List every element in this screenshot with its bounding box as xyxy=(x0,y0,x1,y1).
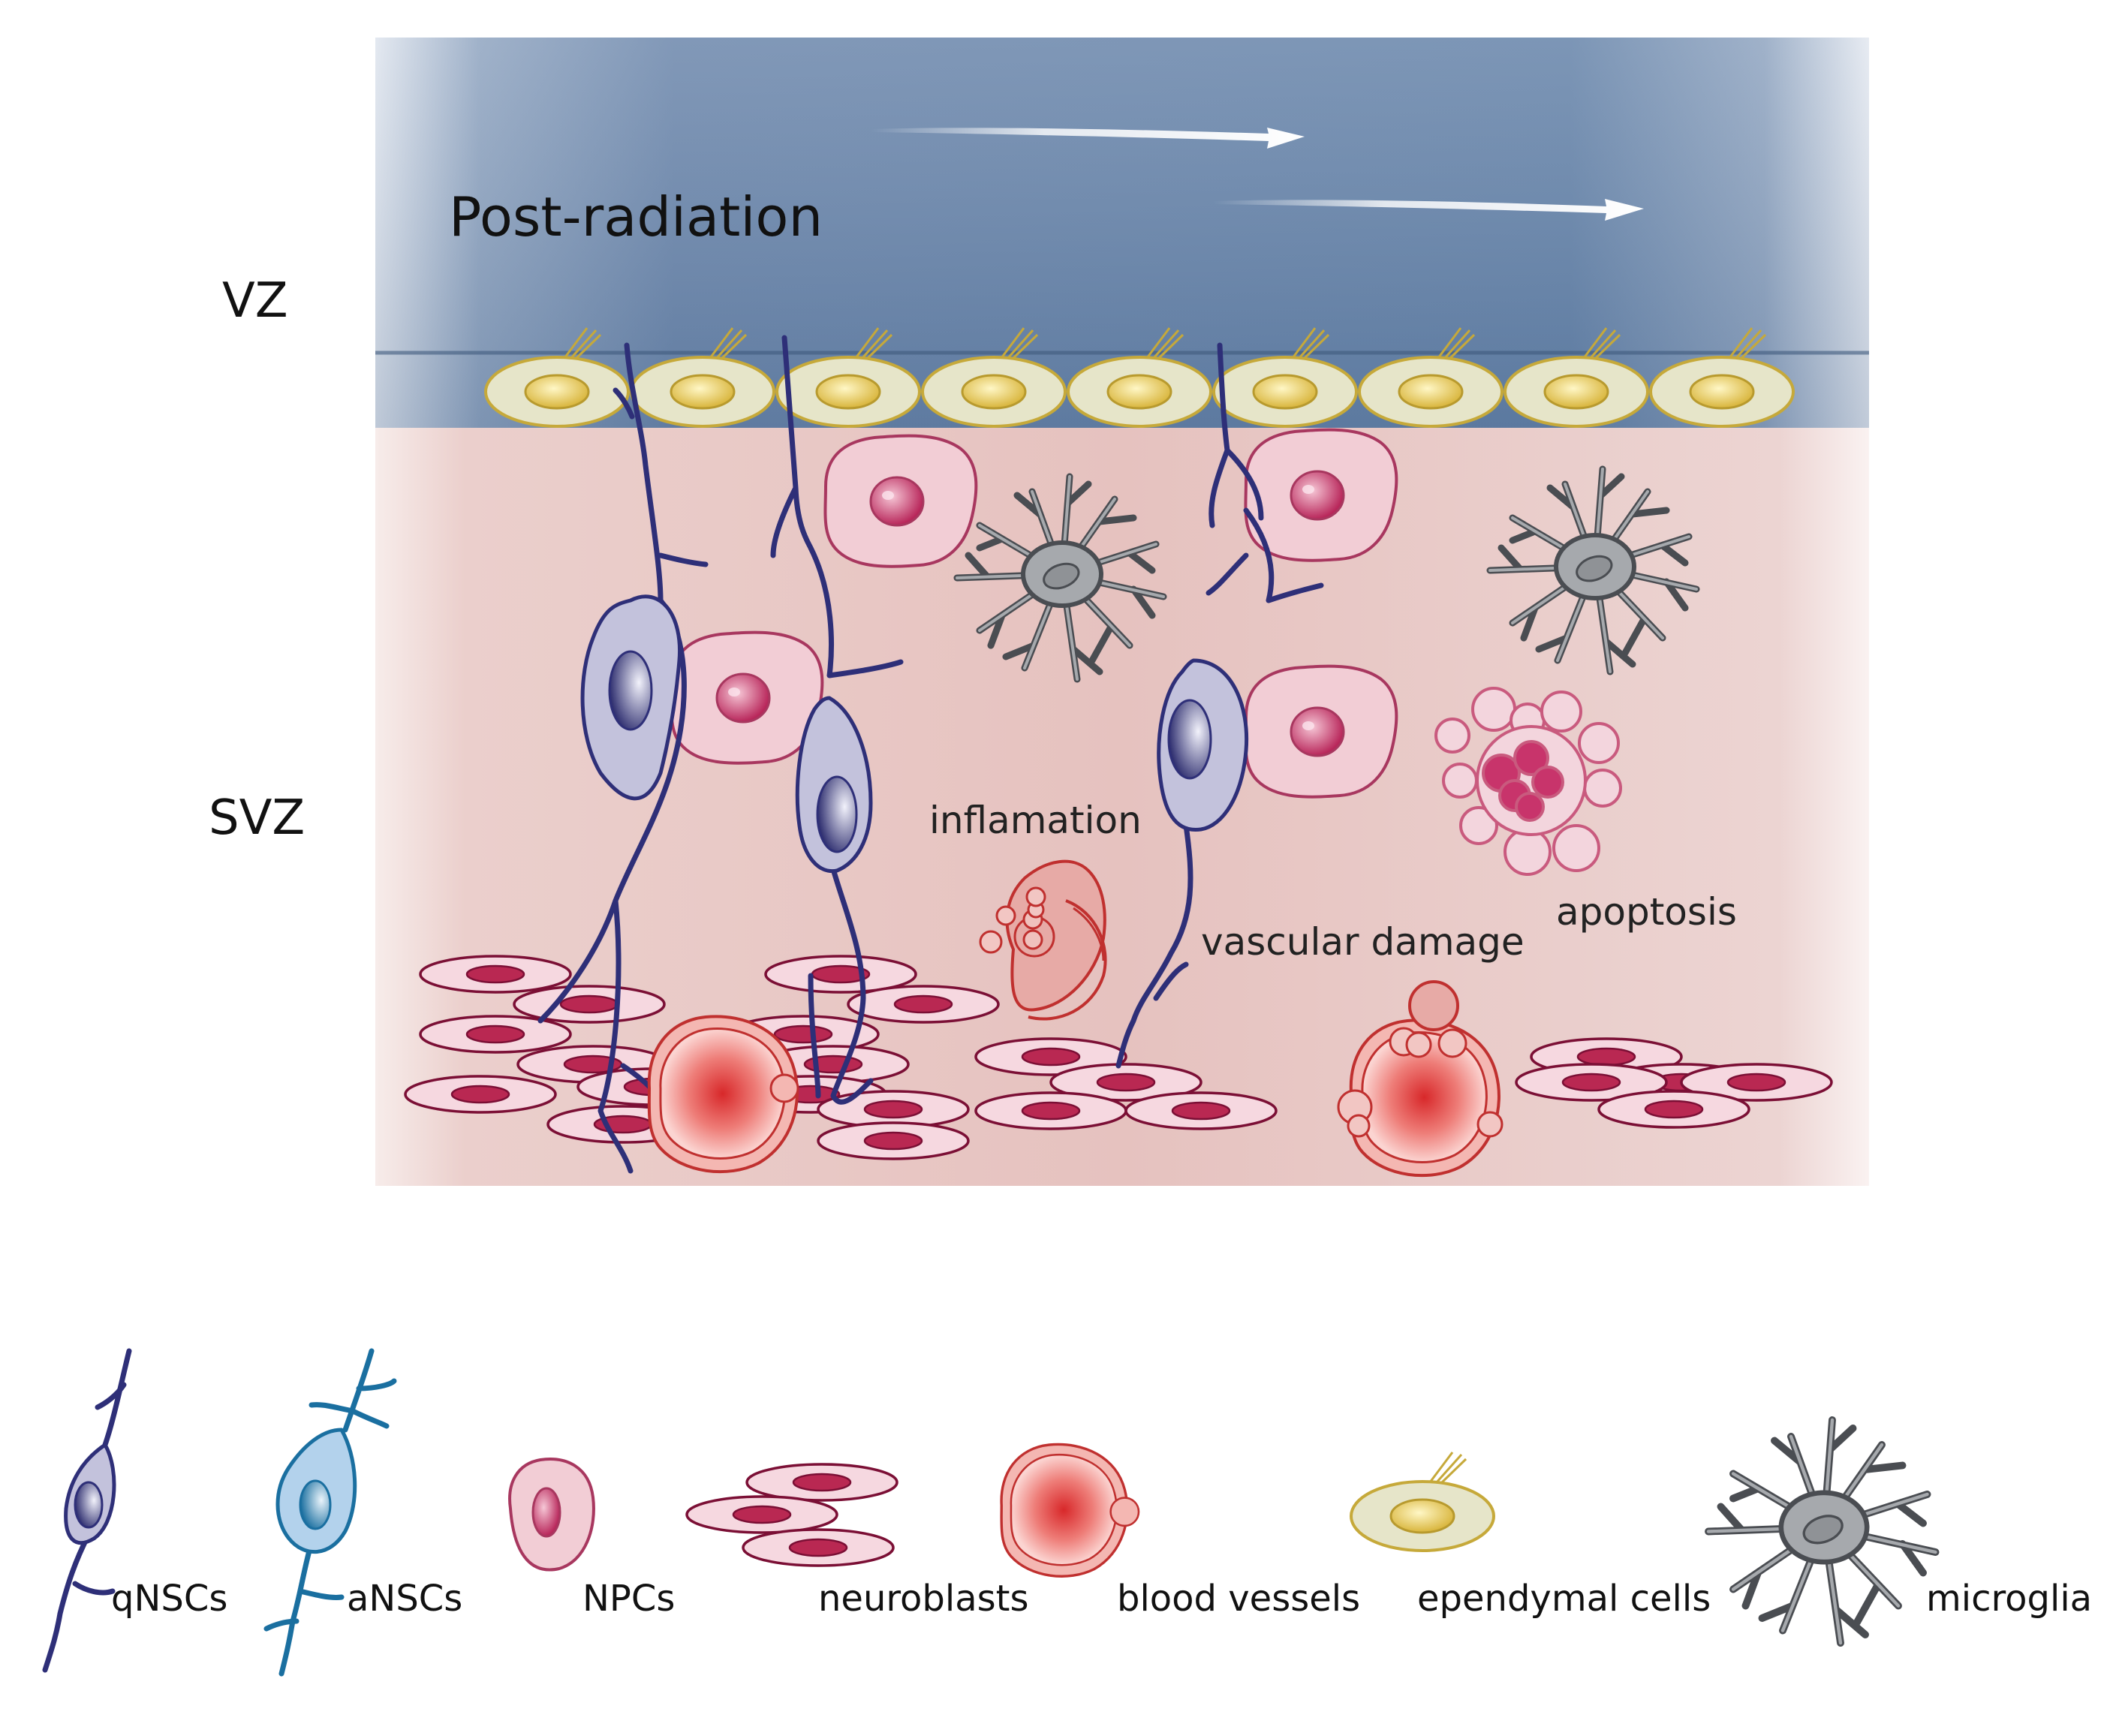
ependymal-cell-icon xyxy=(1350,1451,1495,1552)
title: Post-radiation xyxy=(449,185,823,248)
legend-label-neuroblasts: neuroblasts xyxy=(818,1578,1029,1620)
qnsc-icon xyxy=(42,1348,132,1673)
microglia-icon xyxy=(1708,1420,1936,1643)
inflamation-label: inflamation xyxy=(929,799,1142,842)
qnsc-cells xyxy=(537,335,1324,1174)
apoptotic-cell xyxy=(1434,687,1622,876)
legend-label-blood-vessels: blood vessels xyxy=(1117,1578,1361,1620)
damaged-vessel xyxy=(979,859,1107,1021)
vascular-damage-label: vascular damage xyxy=(1201,920,1525,964)
flow-arrow xyxy=(1212,199,1644,221)
blood-vessel-cells xyxy=(647,980,1504,1178)
ansc-icon xyxy=(263,1348,397,1677)
npc-icon xyxy=(508,1458,595,1572)
svz-label: SVZ xyxy=(209,790,306,846)
neuroblast-icon xyxy=(685,1463,898,1567)
apoptosis-label: apoptosis xyxy=(1556,890,1737,934)
flow-arrow xyxy=(871,128,1305,149)
blood-vessel-icon xyxy=(1000,1443,1140,1578)
legend-label-npcs: NPCs xyxy=(582,1578,676,1620)
legend-label-microglia: microglia xyxy=(1926,1578,2093,1620)
legend-label-anscs: aNSCs xyxy=(347,1578,463,1620)
legend-label-ependymal-cells: ependymal cells xyxy=(1417,1578,1711,1620)
vz-label: VZ xyxy=(222,273,288,329)
legend-label-qnscs: qNSCs xyxy=(111,1578,228,1620)
